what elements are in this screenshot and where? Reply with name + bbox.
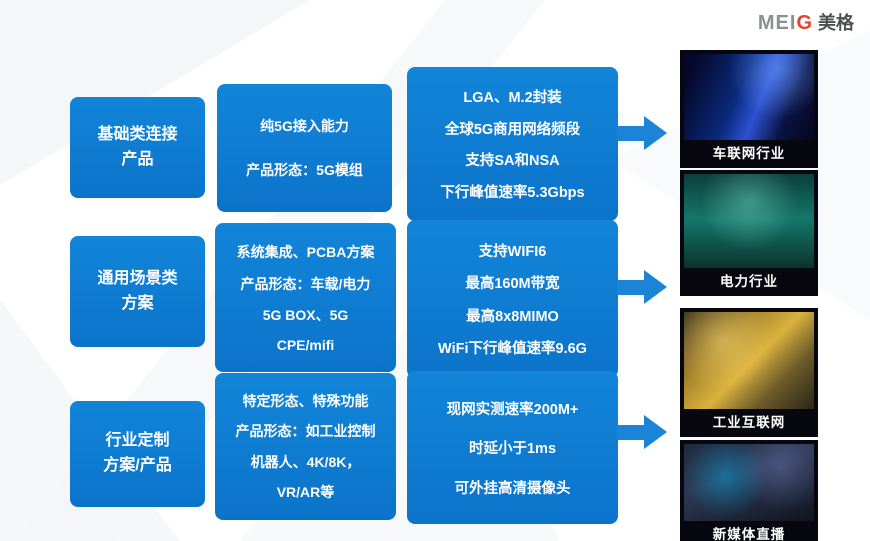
new-media-live-image: [684, 444, 814, 521]
category-line: 行业定制: [105, 432, 170, 450]
category-box-basic-connection: 基础类连接 产品: [70, 97, 205, 198]
meig-logo: MEIG 美格: [758, 9, 854, 35]
capability-box-system-integration: 系统集成、PCBA方案 产品形态：车载/电力 5G BOX、5G CPE/mif…: [215, 223, 396, 372]
meig-logo-mei: MEI: [757, 12, 797, 34]
capability-line: 5G BOX、5G: [262, 307, 349, 324]
industry-card-label: 车联网行业: [712, 146, 786, 161]
industry-card-vehicle-network: 车联网行业: [680, 50, 818, 168]
detail-line: 下行峰值速率5.3Gbps: [440, 185, 585, 202]
detail-line: 可外挂高清摄像头: [454, 480, 571, 497]
category-line: 通用场景类: [97, 269, 178, 287]
detail-line: 支持WIFI6: [478, 243, 547, 260]
capability-box-5g-module: 纯5G接入能力 产品形态：5G模组: [217, 84, 392, 212]
detail-line: 现网实测速率200M+: [446, 401, 579, 418]
power-industry-image: [684, 174, 814, 268]
detail-box-5g-specs: LGA、M.2封装 全球5G商用网络频段 支持SA和NSA 下行峰值速率5.3G…: [407, 67, 618, 221]
detail-box-wifi6-specs: 支持WIFI6 最高160M带宽 最高8x8MIMO WiFi下行峰值速率9.6…: [407, 220, 618, 378]
detail-line: 支持SA和NSA: [465, 153, 560, 170]
right-arrow-icon: [617, 415, 667, 449]
capability-line: CPE/mifi: [276, 336, 335, 353]
capability-line: VR/AR等: [276, 483, 335, 500]
arrow-head: [644, 415, 667, 449]
category-line: 方案: [121, 294, 154, 312]
industry-card-power: 电力行业: [680, 170, 818, 296]
category-line: 产品: [121, 150, 154, 168]
detail-line: 全球5G商用网络频段: [444, 121, 581, 138]
detail-line: LGA、M.2封装: [463, 89, 562, 106]
detail-box-live-network-specs: 现网实测速率200M+ 时延小于1ms 可外挂高清摄像头: [407, 371, 618, 524]
capability-line: 产品形态：5G模组: [246, 162, 363, 178]
meig-logo-latin: MEIG: [758, 12, 812, 35]
category-line: 基础类连接: [97, 125, 178, 143]
industry-card-new-media: 新媒体直播: [680, 440, 818, 541]
right-arrow-icon: [617, 116, 667, 150]
vehicle-network-image: [684, 54, 814, 140]
arrow-head: [644, 116, 667, 150]
category-box-general-scenario: 通用场景类 方案: [70, 236, 205, 347]
capability-line: 特定形态、特殊功能: [242, 393, 369, 410]
capability-line: 系统集成、PCBA方案: [236, 244, 375, 261]
category-box-industry-custom: 行业定制 方案/产品: [70, 401, 205, 507]
detail-line: 最高160M带宽: [465, 276, 560, 293]
meig-logo-cn: 美格: [818, 13, 854, 33]
detail-line: WiFi下行峰值速率9.6G: [438, 341, 587, 358]
detail-line: 时延小于1ms: [468, 441, 557, 457]
capability-line: 产品形态：车载/电力: [240, 275, 371, 292]
right-arrow-icon: [617, 270, 667, 304]
industry-card-industrial-internet: 工业互联网: [680, 308, 818, 437]
arrow-shaft: [617, 279, 644, 295]
capability-box-special-function: 特定形态、特殊功能 产品形态：如工业控制 机器人、4K/8K， VR/AR等: [215, 373, 396, 520]
capability-line: 机器人、4K/8K，: [250, 453, 361, 470]
arrow-head: [644, 270, 667, 304]
meig-logo-g: G: [796, 12, 812, 34]
industry-card-label: 电力行业: [720, 274, 778, 289]
arrow-shaft: [617, 125, 644, 141]
detail-line: 最高8x8MIMO: [466, 308, 559, 325]
category-line: 方案/产品: [103, 457, 172, 474]
industrial-internet-image: [684, 312, 814, 409]
industry-card-label: 新媒体直播: [712, 527, 786, 541]
capability-line: 纯5G接入能力: [260, 118, 349, 134]
arrow-shaft: [617, 424, 644, 440]
capability-line: 产品形态：如工业控制: [235, 423, 376, 440]
industry-card-label: 工业互联网: [712, 415, 786, 430]
